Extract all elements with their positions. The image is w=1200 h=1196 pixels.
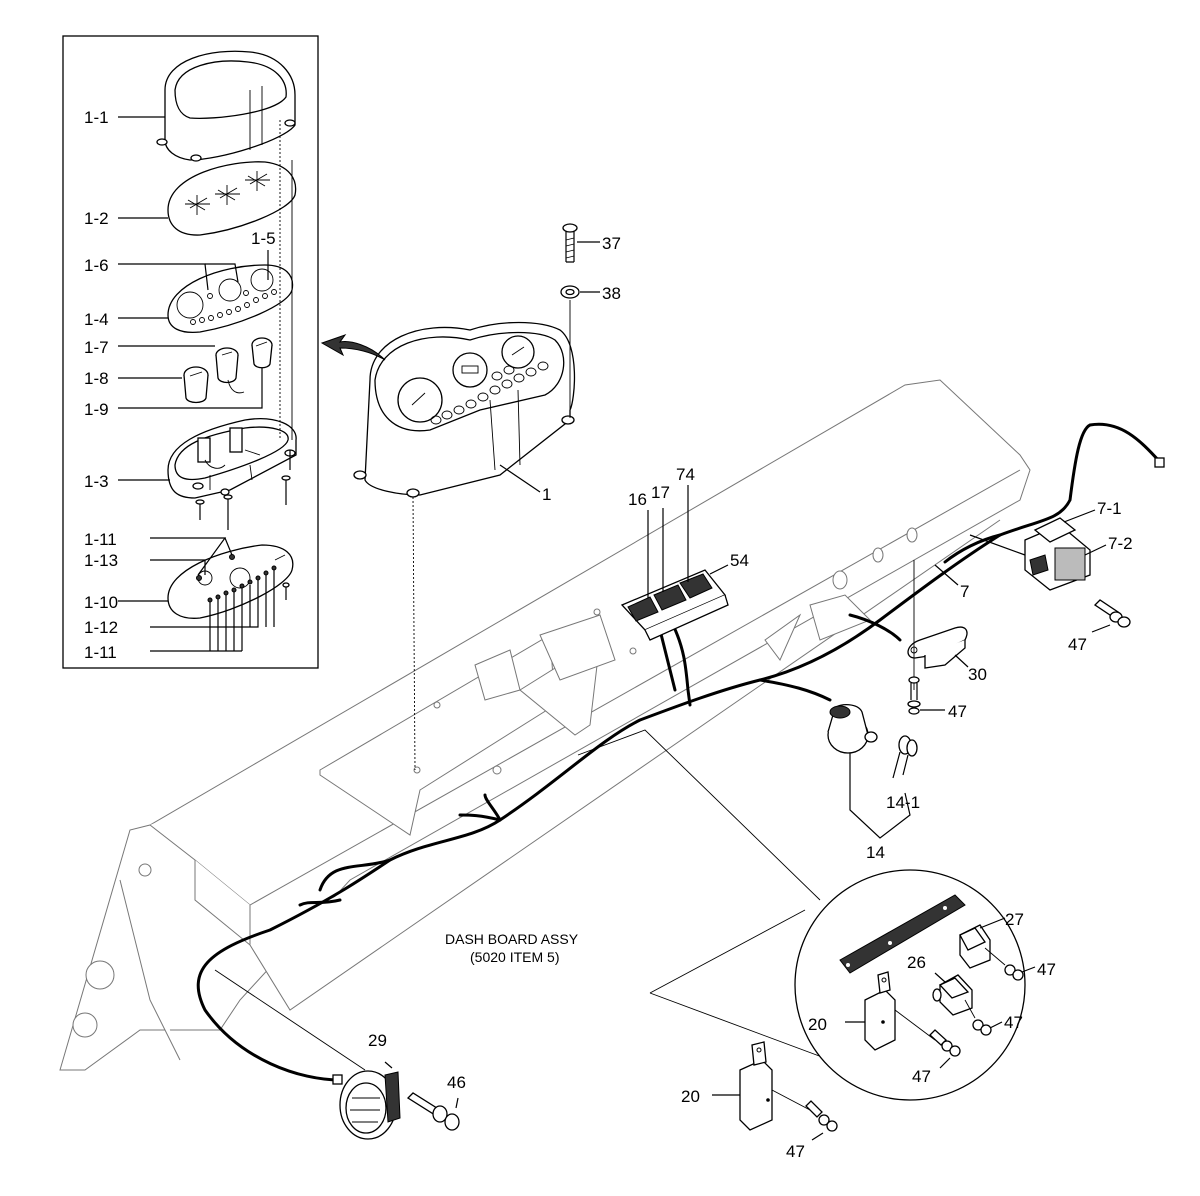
label-1-2: 1-2 bbox=[84, 209, 109, 228]
label-1-12: 1-12 bbox=[84, 618, 118, 637]
label-46: 46 bbox=[447, 1073, 466, 1092]
label-7-2: 7-2 bbox=[1108, 534, 1133, 553]
label-47-20: 47 bbox=[786, 1142, 805, 1161]
ignition-switch-14: 14 bbox=[827, 704, 911, 862]
label-38: 38 bbox=[602, 284, 621, 303]
part-1-8 bbox=[183, 366, 209, 404]
label-7: 7 bbox=[960, 582, 969, 601]
label-47-20-circle: 47 bbox=[912, 1067, 931, 1086]
part-1-3 bbox=[167, 418, 297, 499]
label-14-1: 14-1 bbox=[886, 793, 920, 812]
label-1-11-bottom: 1-11 bbox=[84, 643, 117, 662]
washer-38: 38 bbox=[560, 284, 621, 303]
label-1-5: 1-5 bbox=[251, 229, 276, 248]
part-1-10 bbox=[167, 544, 294, 619]
label-17: 17 bbox=[651, 483, 670, 502]
screw-37: 37 bbox=[562, 223, 621, 263]
label-20: 20 bbox=[681, 1087, 700, 1106]
caption-title: DASH BOARD ASSY bbox=[445, 931, 579, 947]
dash-board bbox=[59, 379, 1031, 1071]
label-47-30: 47 bbox=[948, 702, 967, 721]
label-7-1: 7-1 bbox=[1097, 499, 1122, 518]
label-47-26: 47 bbox=[1004, 1013, 1023, 1032]
label-26: 26 bbox=[907, 953, 926, 972]
label-54: 54 bbox=[730, 551, 749, 570]
label-1-7: 1-7 bbox=[84, 338, 109, 357]
switch-panel: 16 17 74 54 bbox=[620, 465, 749, 641]
label-1-11-top: 1-11 bbox=[84, 530, 117, 549]
label-1-10: 1-10 bbox=[84, 593, 118, 612]
horn-29: 29 46 bbox=[214, 969, 466, 1140]
key-14-1: 14-1 bbox=[886, 735, 920, 812]
part-1-9 bbox=[251, 337, 273, 369]
housing-screws bbox=[195, 120, 293, 600]
label-1-9: 1-9 bbox=[84, 400, 109, 419]
label-37: 37 bbox=[602, 234, 621, 253]
label-30: 30 bbox=[968, 665, 987, 684]
instrument-cluster: 1 bbox=[353, 300, 576, 771]
part-1-2 bbox=[167, 161, 297, 236]
label-27: 27 bbox=[1005, 910, 1024, 929]
label-47-relay: 47 bbox=[1068, 635, 1087, 654]
caption-subtitle: (5020 ITEM 5) bbox=[470, 949, 559, 965]
part-1-7 bbox=[215, 347, 245, 394]
label-29: 29 bbox=[368, 1031, 387, 1050]
label-1-1: 1-1 bbox=[84, 108, 109, 127]
part-30: 30 47 bbox=[907, 560, 987, 721]
arrow-icon bbox=[320, 334, 386, 361]
part-1-1 bbox=[156, 50, 296, 162]
relay-20: 20 47 bbox=[681, 1041, 838, 1161]
label-1-8: 1-8 bbox=[84, 369, 109, 388]
label-47-27: 47 bbox=[1037, 960, 1056, 979]
label-1-6: 1-6 bbox=[84, 256, 109, 275]
label-1: 1 bbox=[542, 485, 551, 504]
label-14: 14 bbox=[866, 843, 885, 862]
label-1-13: 1-13 bbox=[84, 551, 118, 570]
relay-7: 7-1 7-2 7 47 bbox=[934, 499, 1133, 654]
label-20-circle: 20 bbox=[808, 1015, 827, 1034]
label-1-4: 1-4 bbox=[84, 310, 109, 329]
label-74: 74 bbox=[676, 465, 695, 484]
label-16: 16 bbox=[628, 490, 647, 509]
exploded-view-box: 1-1 1-2 1-4 1-6 bbox=[62, 35, 319, 669]
detail-circle: 27 47 26 47 20 47 bbox=[577, 729, 1056, 1101]
label-1-3: 1-3 bbox=[84, 472, 109, 491]
